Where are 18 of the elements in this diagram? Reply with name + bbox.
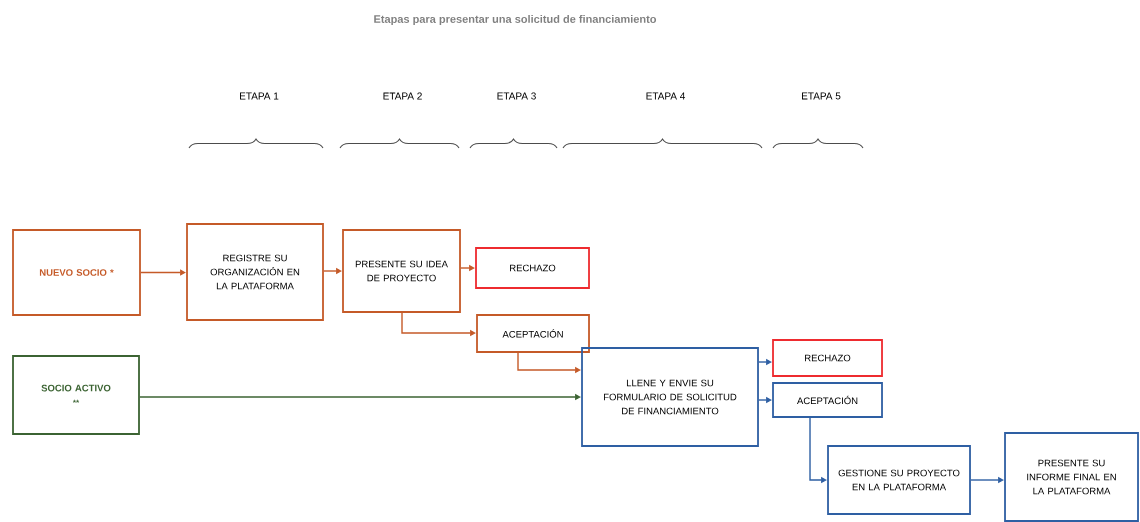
process-box: PRESENTE SU INFORME FINAL EN LA PLATAFORMA	[1004, 432, 1139, 522]
process-box: SOCIO ACTIVO **	[12, 355, 140, 435]
stage-label: ETAPA 2	[383, 92, 422, 100]
process-box: GESTIONE SU PROYECTO EN LA PLATAFORMA	[827, 445, 971, 515]
process-box: ACEPTACIÓN	[476, 314, 590, 353]
process-box: ACEPTACIÓN	[772, 382, 883, 418]
process-box: REGISTRE SU ORGANIZACIÓN EN LA PLATAFORMA	[186, 223, 324, 321]
arrow	[140, 269, 186, 276]
process-box: RECHAZO	[475, 247, 590, 289]
process-box: NUEVO SOCIO *	[12, 229, 141, 316]
process-box: RECHAZO	[772, 339, 883, 377]
stage-label: ETAPA 4	[646, 92, 686, 100]
stage-label: ETAPA 3	[497, 92, 536, 100]
title: Etapas para presentar una solicitud de financiamiento	[374, 14, 657, 26]
process-box: LLENE Y ENVIE SU FORMULARIO DE SOLICITUD DE FINANCIAMIENTO	[581, 347, 759, 447]
stage-label: ETAPA 5	[802, 92, 841, 100]
process-box: PRESENTE SU IDEA DE PROYECTO	[342, 229, 461, 313]
stage-label: ETAPA 1	[240, 92, 279, 100]
